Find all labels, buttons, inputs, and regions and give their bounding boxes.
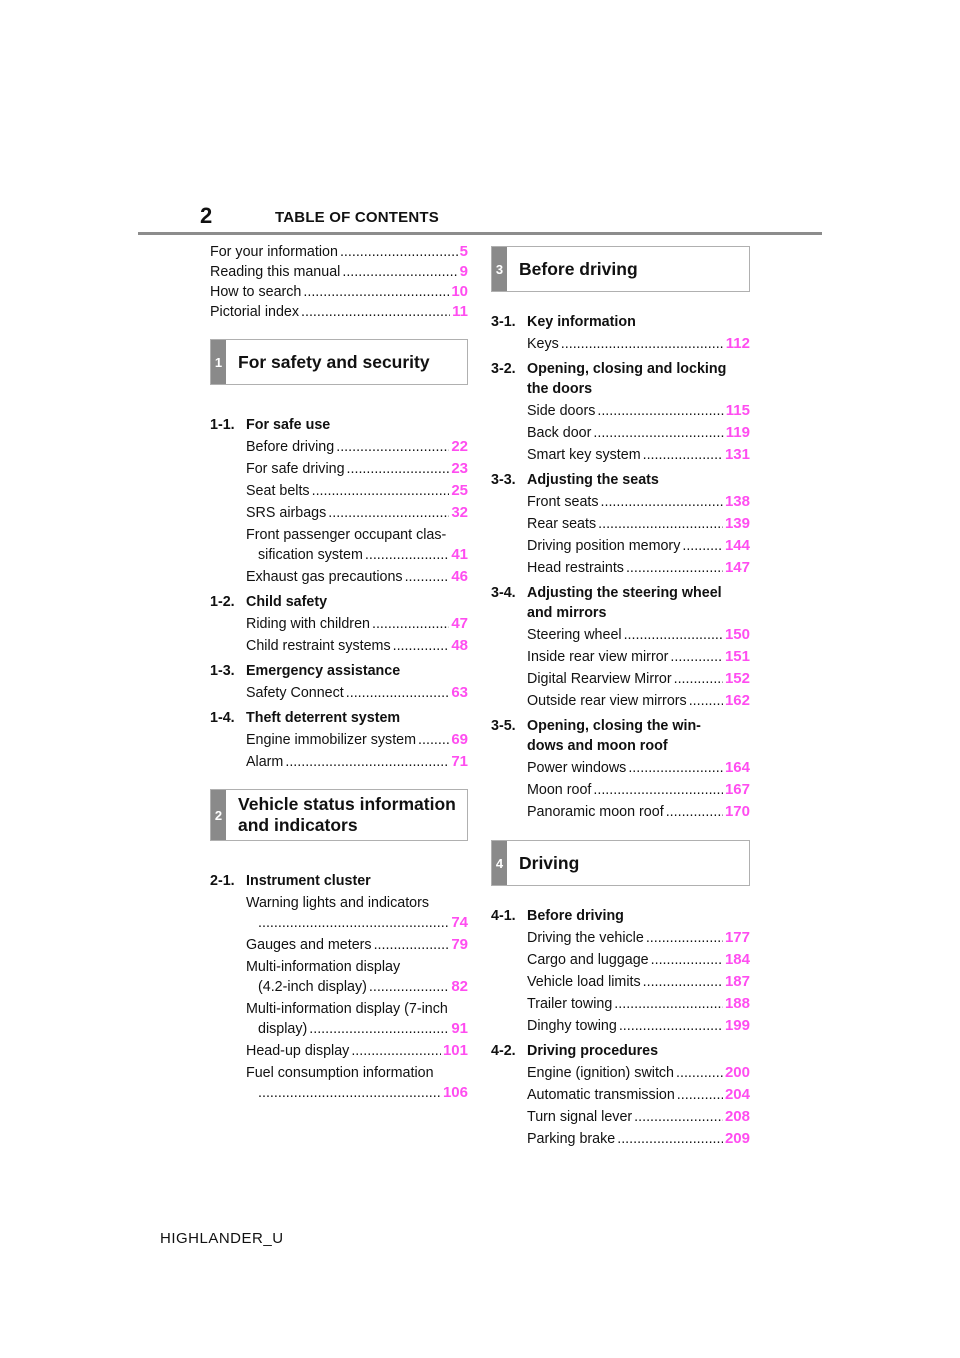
toc-entry-line1[interactable]: Multi-information display (7-inch [246, 1001, 448, 1017]
toc-entry[interactable]: Turn signal lever208 [491, 1107, 750, 1127]
toc-entry[interactable]: Riding with children47 [210, 614, 468, 634]
toc-entry[interactable]: Driving position memory144 [491, 536, 750, 556]
toc-entry[interactable]: Back door119 [491, 423, 750, 443]
toc-entry[interactable]: Driving the vehicle177 [491, 928, 750, 948]
toc-right-column: 3 Before driving 3-1.Key information Key… [491, 246, 750, 1149]
toc-entry-line1[interactable]: Fuel consumption information [246, 1065, 434, 1081]
toc-entry[interactable]: (4.2-inch display)82 [210, 977, 468, 997]
toc-entry[interactable]: Head-up display101 [210, 1041, 468, 1061]
section-heading[interactable]: 2-1.Instrument cluster [210, 873, 371, 889]
toc-entry[interactable]: sification system41 [210, 545, 468, 565]
section-heading[interactable]: 1-4.Theft deterrent system [210, 710, 401, 726]
toc-entry[interactable]: SRS airbags32 [210, 503, 468, 523]
toc-entry[interactable]: Front seats138 [491, 492, 750, 512]
chapter-2-box[interactable]: 2 Vehicle status information and indicat… [210, 789, 468, 841]
toc-entry[interactable]: Cargo and luggage184 [491, 950, 750, 970]
toc-entry[interactable]: 106 [210, 1083, 468, 1103]
section-heading[interactable]: 1-1.For safe use [210, 417, 331, 433]
chapter-number: 1 [211, 340, 226, 384]
page-number: 2 [200, 203, 213, 228]
toc-entry-line1[interactable]: Multi-information display [246, 959, 401, 975]
page-title: TABLE OF CONTENTS [275, 209, 439, 226]
toc-entry[interactable]: For safe driving23 [210, 459, 468, 479]
section-heading[interactable]: 4-2.Driving procedures [491, 1043, 659, 1059]
footer-model-label: HIGHLANDER_U [160, 1230, 284, 1247]
chapter-title: Before driving [519, 258, 638, 279]
toc-entry[interactable]: Outside rear view mirrors162 [491, 691, 750, 711]
chapter-1-box[interactable]: 1 For safety and security [210, 339, 468, 385]
toc-entry-line1[interactable]: Warning lights and indicators [246, 895, 430, 911]
section-heading[interactable]: 3-5.Opening, closing the win-dows and mo… [491, 718, 701, 754]
toc-entry[interactable]: Trailer towing188 [491, 994, 750, 1014]
chapter-title: Driving [519, 852, 580, 873]
toc-entry[interactable]: Side doors115 [491, 401, 750, 421]
toc-entry[interactable]: Before driving22 [210, 437, 468, 457]
toc-entry[interactable]: Parking brake209 [491, 1129, 750, 1149]
toc-entry[interactable]: Exhaust gas precautions46 [210, 567, 468, 587]
toc-entry[interactable]: Child restraint systems48 [210, 636, 468, 656]
toc-entry[interactable]: Rear seats139 [491, 514, 750, 534]
toc-left-column: For your information5 Reading this manua… [210, 242, 468, 1103]
toc-entry[interactable]: Steering wheel150 [491, 625, 750, 645]
toc-entry[interactable]: Reading this manual9 [210, 262, 468, 282]
chapter-number: 4 [492, 841, 507, 885]
toc-entry[interactable]: display)91 [210, 1019, 468, 1039]
section-heading[interactable]: 3-3.Adjusting the seats [491, 472, 659, 488]
chapter-4-box[interactable]: 4 Driving [491, 840, 750, 886]
toc-entry[interactable]: For your information5 [210, 242, 468, 262]
toc-entry[interactable]: Panoramic moon roof170 [491, 802, 750, 822]
toc-entry[interactable]: Digital Rearview Mirror152 [491, 669, 750, 689]
header-rule [138, 232, 822, 235]
toc-entry[interactable]: Vehicle load limits187 [491, 972, 750, 992]
section-heading[interactable]: 1-2.Child safety [210, 594, 328, 610]
chapter-number: 2 [211, 790, 226, 840]
chapter-title: Vehicle status information and indicator… [238, 794, 456, 835]
toc-entry[interactable]: Smart key system131 [491, 445, 750, 465]
toc-entry[interactable]: Keys112 [491, 334, 750, 354]
toc-entry[interactable]: Gauges and meters79 [210, 935, 468, 955]
toc-entry[interactable]: Seat belts25 [210, 481, 468, 501]
toc-entry-line1[interactable]: Front passenger occupant clas- [246, 527, 447, 543]
toc-entry[interactable]: Pictorial index11 [210, 302, 468, 322]
section-heading[interactable]: 3-1.Key information [491, 314, 636, 330]
toc-entry[interactable]: Safety Connect63 [210, 683, 468, 703]
chapter-title: For safety and security [238, 351, 430, 372]
toc-entry[interactable]: Engine immobilizer system69 [210, 730, 468, 750]
chapter-3-box[interactable]: 3 Before driving [491, 246, 750, 292]
toc-entry[interactable]: Dinghy towing199 [491, 1016, 750, 1036]
toc-entry[interactable]: Engine (ignition) switch200 [491, 1063, 750, 1083]
toc-entry[interactable]: Alarm71 [210, 752, 468, 772]
toc-entry[interactable]: How to search10 [210, 282, 468, 302]
toc-entry[interactable]: 74 [210, 913, 468, 933]
toc-entry[interactable]: Power windows164 [491, 758, 750, 778]
toc-entry[interactable]: Moon roof167 [491, 780, 750, 800]
toc-entry[interactable]: Head restraints147 [491, 558, 750, 578]
toc-entry[interactable]: Automatic transmission204 [491, 1085, 750, 1105]
chapter-number: 3 [492, 247, 507, 291]
toc-entry[interactable]: Inside rear view mirror151 [491, 647, 750, 667]
section-heading[interactable]: 1-3.Emergency assistance [210, 663, 401, 679]
section-heading[interactable]: 4-1.Before driving [491, 908, 624, 924]
